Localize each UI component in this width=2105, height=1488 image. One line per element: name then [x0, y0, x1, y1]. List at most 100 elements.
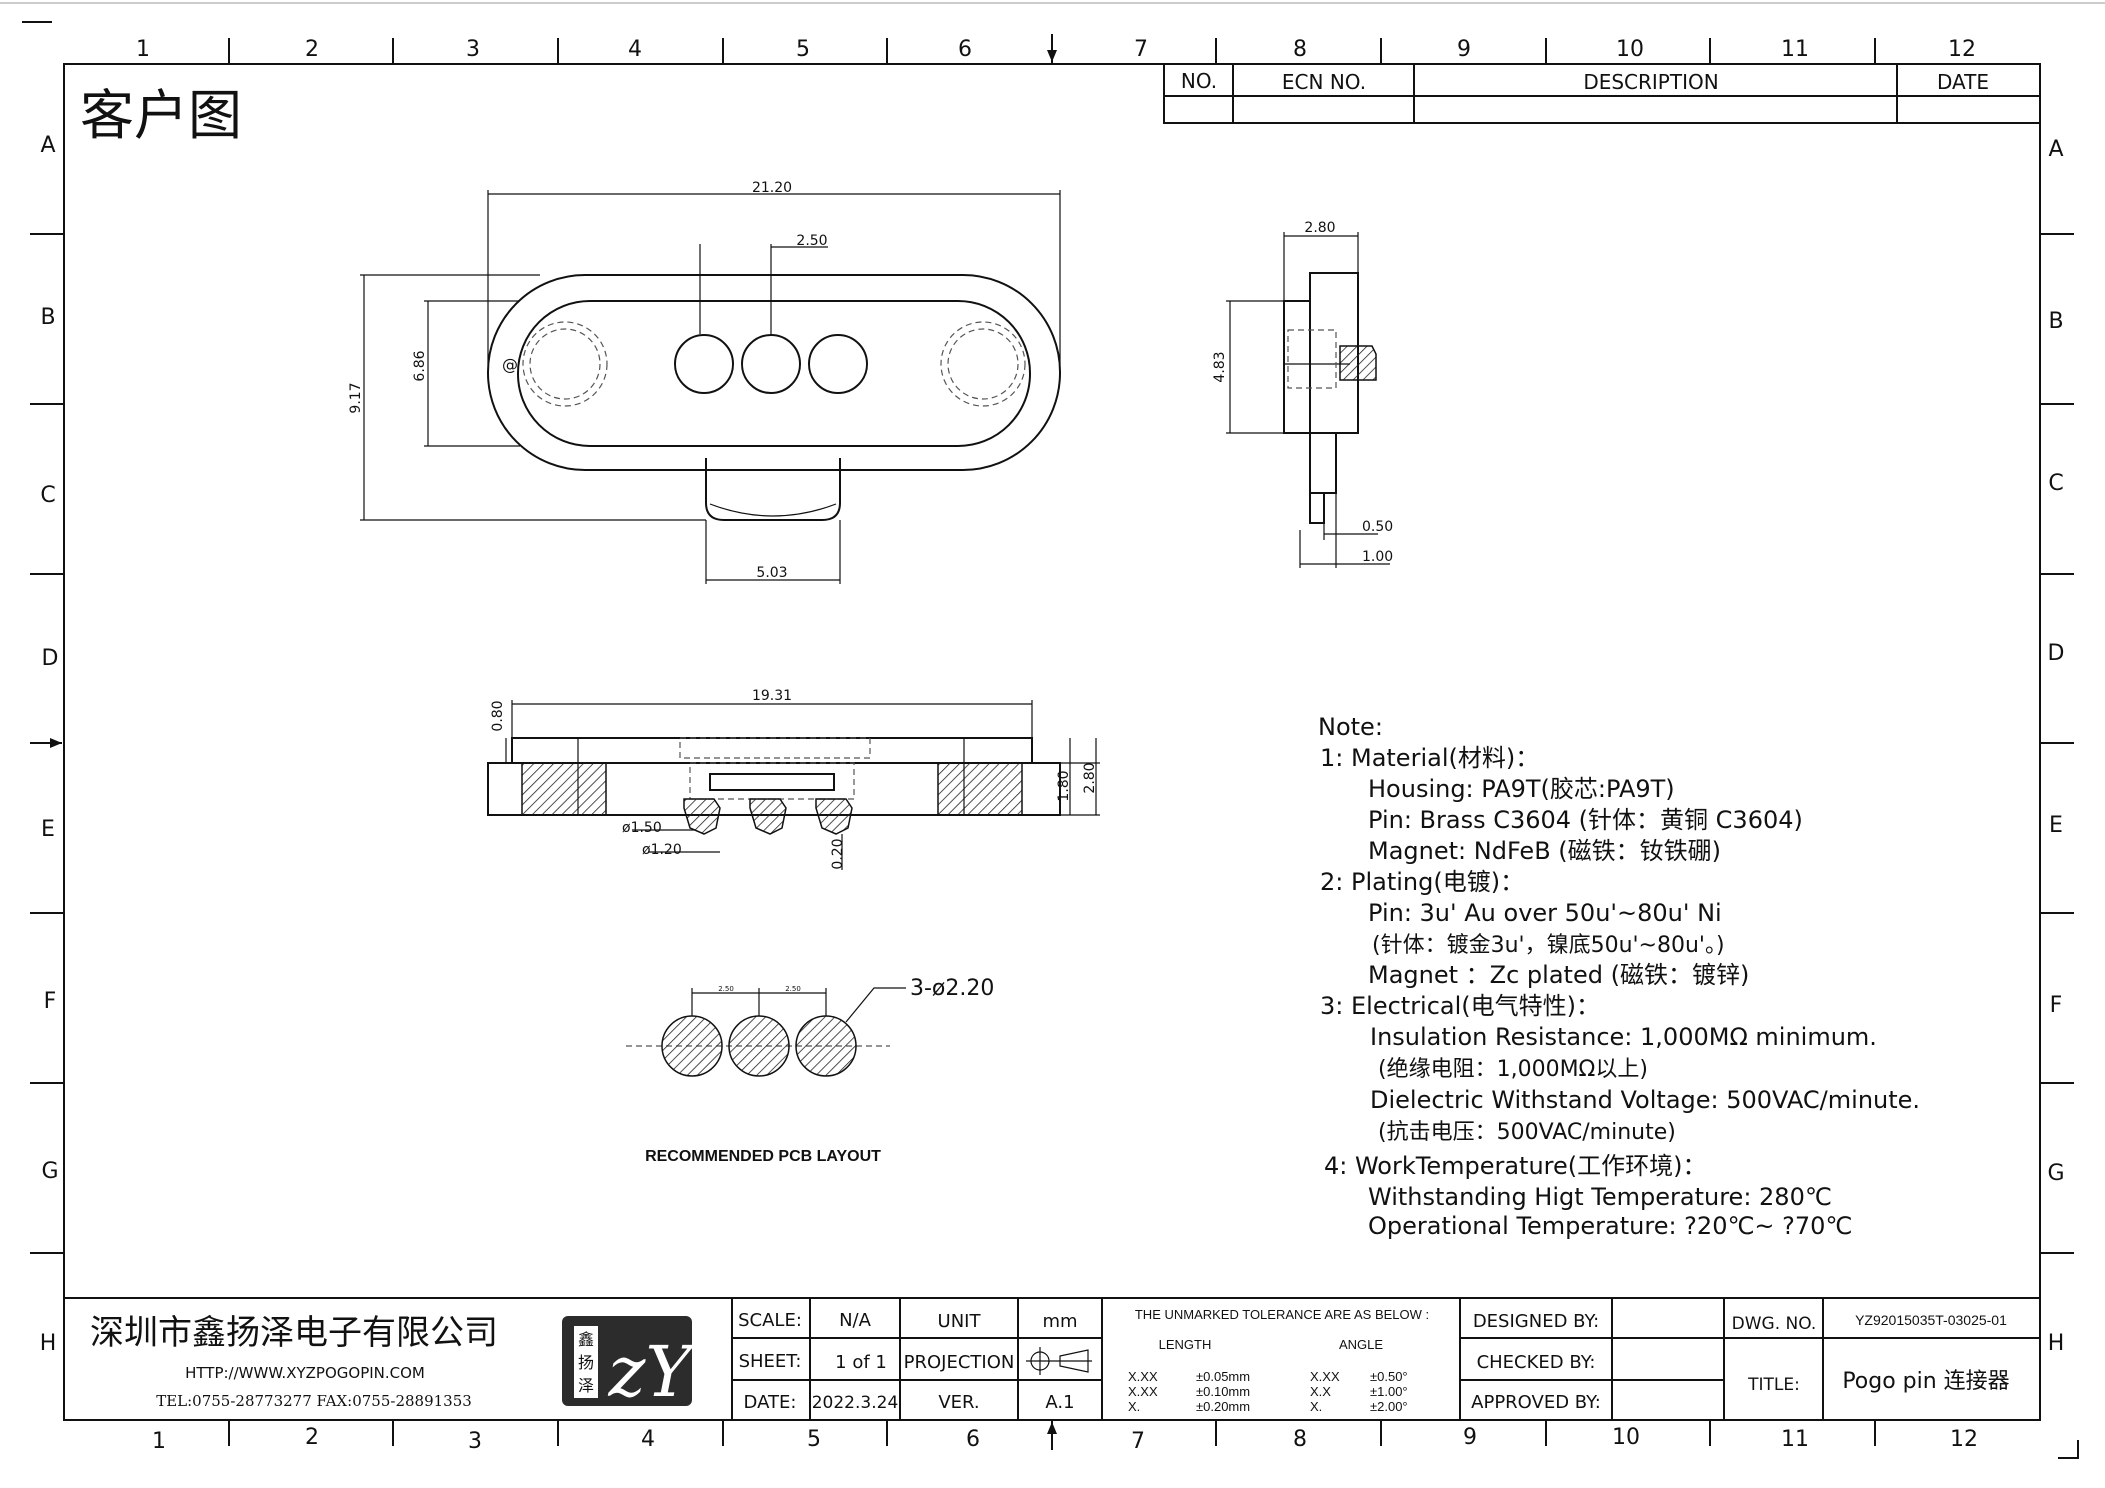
note-line: 1: Material(材料)：	[1320, 744, 1539, 772]
svg-text:A: A	[2048, 137, 2063, 162]
side-view: 2.80 4.83 0.50 1.00	[1212, 220, 1393, 568]
col-12: 12	[1950, 1427, 1978, 1452]
dim-inner-height: 6.86	[412, 350, 428, 381]
svg-text:B: B	[40, 305, 55, 330]
unit-value: mm	[1042, 1311, 1077, 1332]
ver-value: A.1	[1045, 1392, 1074, 1413]
svg-text:F: F	[44, 989, 57, 1014]
svg-text:G: G	[2047, 1161, 2064, 1186]
dim-dia-b: ø1.20	[642, 842, 682, 858]
top-view: @ 21.20 2.50 9.17 6.86 5.03	[348, 180, 1061, 584]
svg-text:C: C	[2048, 471, 2063, 496]
col-5: 5	[796, 37, 810, 62]
col-9: 9	[1457, 37, 1471, 62]
svg-text:X.: X.	[1128, 1399, 1140, 1414]
title-value: Pogo pin 连接器	[1842, 1369, 2009, 1394]
scale-value: N/A	[839, 1310, 872, 1331]
svg-text:鑫: 鑫	[578, 1330, 594, 1349]
note-line: Operational Temperature: ?20℃~ ?70℃	[1368, 1212, 1852, 1240]
note-line: Magnet: NdFeB (磁铁：钕铁硼)	[1368, 837, 1721, 865]
col-11: 11	[1781, 1427, 1809, 1452]
svg-text:±0.20mm: ±0.20mm	[1196, 1399, 1250, 1414]
note-line: Withstanding Higt Temperature: 280℃	[1368, 1183, 1832, 1211]
svg-text:扬: 扬	[578, 1353, 594, 1372]
projection-label: PROJECTION	[904, 1352, 1015, 1373]
pcb-pad	[728, 1015, 790, 1077]
note-line: Insulation Resistance: 1,000MΩ minimum.	[1370, 1023, 1877, 1051]
corner-title: 客户图	[80, 84, 242, 147]
revision-table: NO. ECN NO. DESCRIPTION DATE	[1163, 63, 2041, 124]
date-label: DATE:	[744, 1392, 797, 1413]
svg-text:泽: 泽	[578, 1376, 594, 1395]
svg-text:H: H	[2048, 1331, 2065, 1356]
svg-text:X.: X.	[1310, 1399, 1322, 1414]
column-ticks	[228, 34, 1876, 1450]
note-line: Pin: Brass C3604 (针体：黄铜 C3604)	[1368, 806, 1803, 834]
sheet-label: SHEET:	[739, 1351, 802, 1372]
col-11: 11	[1781, 37, 1809, 62]
company-website: HTTP://WWW.XYZPOGOPIN.COM	[185, 1364, 425, 1382]
col-1: 1	[152, 1429, 166, 1454]
note-line: Magnet ：Zc plated (磁铁：镀锌)	[1368, 961, 1749, 989]
notes: Note: 1: Material(材料)： Housing: PA9T(胶芯:…	[1318, 713, 1920, 1240]
pin-circle	[808, 334, 868, 394]
pin-circle	[674, 334, 734, 394]
svg-text:H: H	[40, 1331, 57, 1356]
rev-date-header: DATE	[1937, 70, 1989, 94]
note-line: Dielectric Withstand Voltage: 500VAC/min…	[1370, 1086, 1920, 1114]
svg-text:±0.10mm: ±0.10mm	[1196, 1384, 1250, 1399]
title-block: 深圳市鑫扬泽电子有限公司 HTTP://WWW.XYZPOGOPIN.COM T…	[63, 1297, 2041, 1421]
pin-circle	[741, 334, 801, 394]
col-2: 2	[305, 1425, 319, 1450]
svg-text:±1.00°: ±1.00°	[1370, 1384, 1408, 1399]
col-4: 4	[628, 37, 642, 62]
company-logo: 鑫 扬 泽 zY	[562, 1316, 697, 1413]
svg-text:A: A	[40, 133, 55, 158]
col-7: 7	[1131, 1429, 1145, 1454]
dim-depth: 2.80	[1304, 220, 1335, 236]
note-line: Housing: PA9T(胶芯:PA9T)	[1368, 775, 1675, 803]
col-numbers-top: 1 2 3 4 5 6 7 8 9 10 11 12	[136, 37, 1976, 62]
dim-section-top: 0.80	[490, 700, 506, 731]
col-3: 3	[468, 1429, 482, 1454]
dim-pin-b: 1.00	[1362, 549, 1393, 565]
company-contact: TEL:0755-28773277 FAX:0755-28891353	[156, 1392, 472, 1410]
dim-pin-a: 0.50	[1362, 519, 1393, 535]
pcb-layout: 2.50 2.50 3-ø2.20 RECOMMENDED PCB LAYOUT	[626, 976, 994, 1165]
svg-text:@: @	[502, 355, 518, 374]
scale-label: SCALE:	[738, 1310, 802, 1331]
dim-pitch: 2.50	[796, 233, 827, 249]
dim-gap: 0.20	[830, 838, 846, 869]
svg-text:C: C	[40, 483, 55, 508]
col-7: 7	[1134, 37, 1148, 62]
dim-section-length: 19.31	[752, 688, 792, 704]
length-label: LENGTH	[1159, 1337, 1212, 1352]
dim-section-h2: 2.80	[1082, 762, 1098, 793]
pcb-pad	[661, 1015, 723, 1077]
row-ticks	[30, 233, 2074, 1254]
dim-section-h1: 1.80	[1056, 770, 1072, 801]
col-5: 5	[807, 1427, 821, 1452]
svg-text:±2.00°: ±2.00°	[1370, 1399, 1408, 1414]
col-9: 9	[1463, 1425, 1477, 1450]
note-line: (抗击电压：500VAC/minute)	[1378, 1120, 1676, 1145]
dim-dia-a: ø1.50	[622, 820, 662, 836]
section-view: 19.31 0.80 1.80 2.80 ø1.50 ø1.20 0.20	[487, 688, 1100, 870]
svg-text:D: D	[42, 646, 59, 671]
rev-ecn-header: ECN NO.	[1282, 70, 1366, 94]
svg-text:X.XX: X.XX	[1310, 1369, 1340, 1384]
designed-by-label: DESIGNED BY:	[1473, 1311, 1599, 1332]
col-3: 3	[466, 37, 480, 62]
col-8: 8	[1293, 37, 1307, 62]
dim-side-height: 4.83	[1212, 351, 1228, 382]
dim-width: 21.20	[752, 180, 792, 196]
rev-description-header: DESCRIPTION	[1583, 70, 1718, 94]
pcb-pad	[795, 1015, 857, 1077]
svg-text:±0.50°: ±0.50°	[1370, 1369, 1408, 1384]
col-6: 6	[958, 37, 972, 62]
svg-text:F: F	[2050, 993, 2063, 1018]
svg-text:±0.05mm: ±0.05mm	[1196, 1369, 1250, 1384]
note-line: 2: Plating(电镀)：	[1320, 868, 1524, 896]
col-10: 10	[1612, 1425, 1640, 1450]
svg-text:D: D	[2048, 641, 2065, 666]
